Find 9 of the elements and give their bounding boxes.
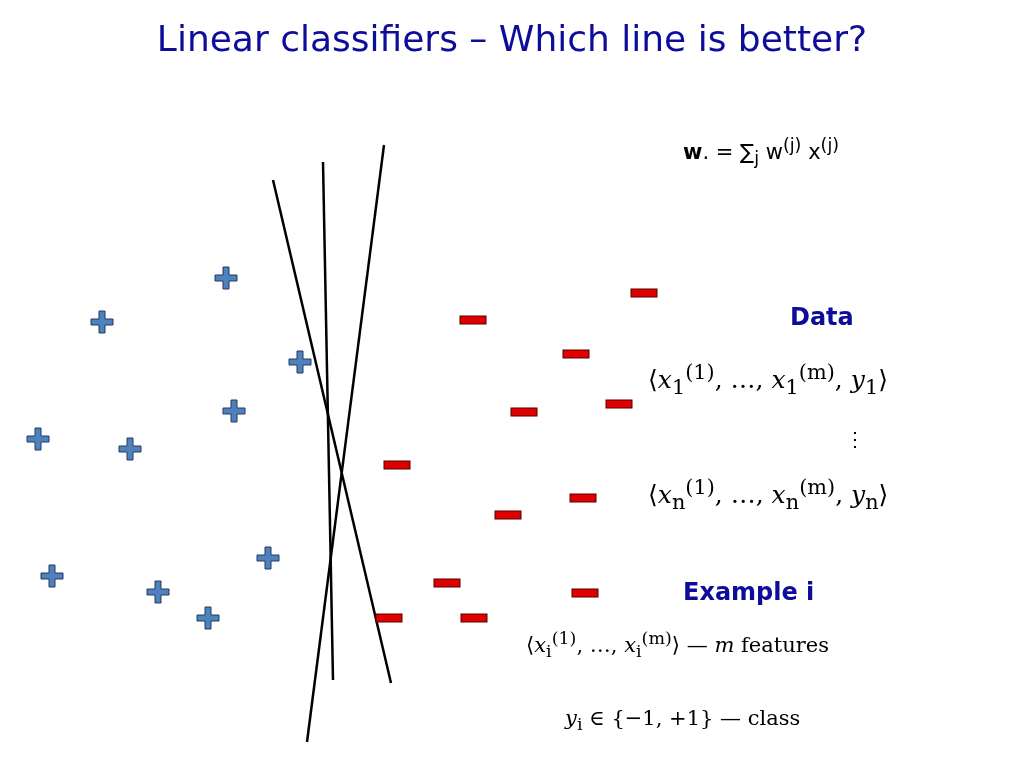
vertical-ellipsis: ⋮ <box>845 427 865 451</box>
class-formula: y$_{i}$ ∈ {−1, +1} — class <box>565 706 801 735</box>
weight-formula: w. = ∑$_{j}$ w$^{(j)}$ x$^{(j)}$ <box>683 135 840 169</box>
slide-title: Linear classifiers – Which line is better? <box>155 18 869 59</box>
section-heading: Data <box>790 303 854 331</box>
data-tuple-formula: ⟨x$_{1}$$^{(1)}$, …, x$_{1}$$^{(m)}$, y$_{1}$⟩ <box>648 360 888 400</box>
section-heading: Example i <box>683 578 815 606</box>
feature-formula: ⟨x$_{i}$$^{(1)}$, …, x$_{i}$$^{(m)}$⟩ — m features <box>526 628 829 662</box>
data-tuple-formula: ⟨x$_{n}$$^{(1)}$, …, x$_{n}$$^{(m)}$, y$_{n}$⟩ <box>648 475 889 515</box>
